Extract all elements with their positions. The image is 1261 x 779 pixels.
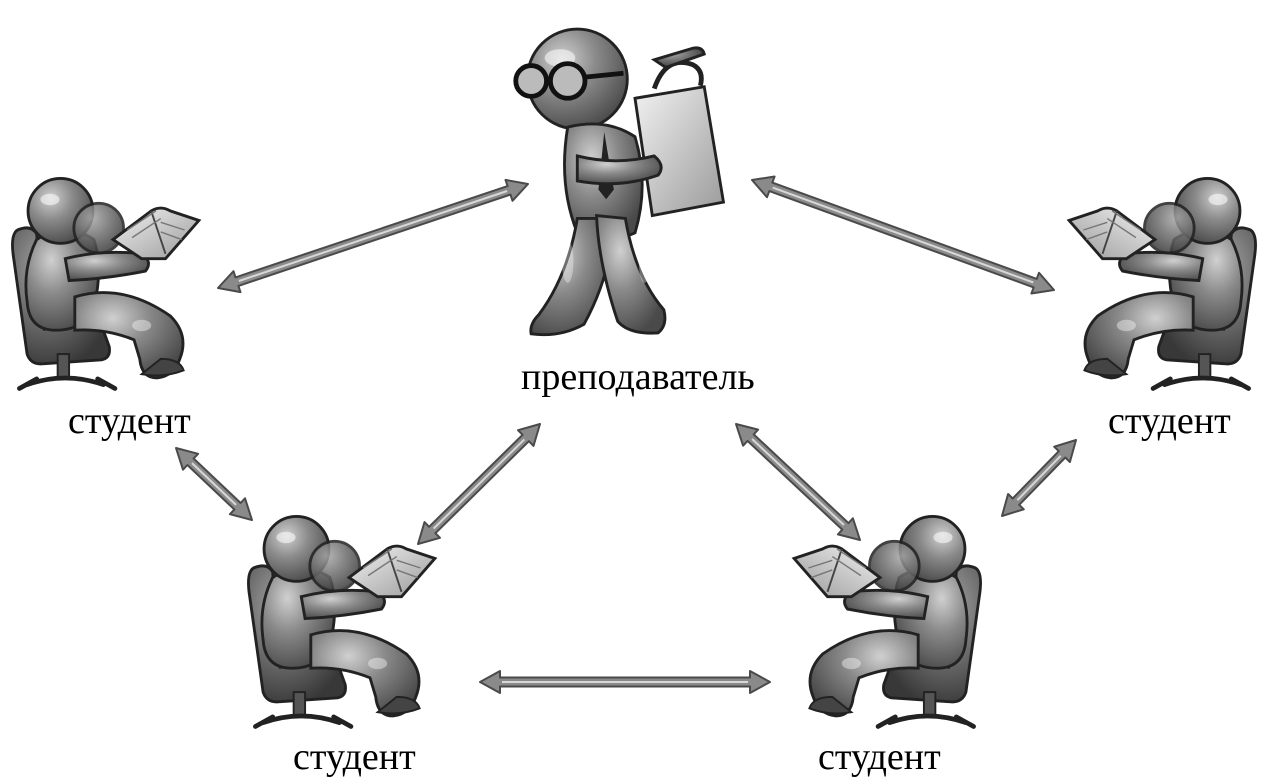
teacher-label: преподаватель [521,356,755,398]
arrow-teacher-to-student-right-highlight [772,186,1034,284]
student-bottom-left-label: студент [293,736,416,778]
student-figure-bottom-left-icon [248,516,434,726]
connection-arrows [175,175,1077,694]
arrow-student-left-to-student-bottom-left-highlight [191,462,237,506]
student-bottom-right-label: студент [818,736,941,778]
arrow-teacher-to-student-bottom-right-highlight [751,438,845,526]
teacher-figure-icon [516,29,724,335]
arrow-teacher-to-student-left-highlight [238,190,508,282]
arrow-teacher-to-student-bottom-left-highlight [432,438,526,530]
student-figure-bottom-right-icon [794,516,980,726]
student-figure-left-icon [12,178,198,388]
arrow-student-right-to-student-bottom-right-highlight [1016,455,1062,501]
student-right-label: студент [1108,400,1231,442]
student-left-label: студент [68,400,191,442]
student-figure-right-icon [1069,178,1255,388]
